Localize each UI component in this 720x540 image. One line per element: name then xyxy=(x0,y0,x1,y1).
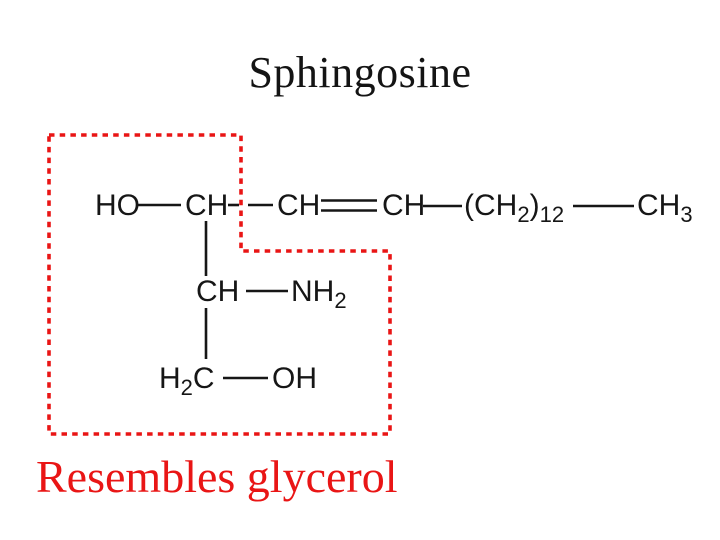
atom-label-oh: OH xyxy=(272,362,317,395)
c-text: C xyxy=(192,362,215,395)
chain-close-text: ) xyxy=(529,189,540,222)
chain-open-text: (CH xyxy=(464,189,518,222)
atom-label-nh2: NH2 xyxy=(291,275,347,314)
methyl-subscript-3: 3 xyxy=(680,202,693,227)
atom-label-h2c: H2C xyxy=(159,362,215,401)
h-text: H xyxy=(159,362,181,395)
bonds-group xyxy=(137,199,634,380)
nh-text: NH xyxy=(291,275,335,308)
atom-label-ch-1: CH xyxy=(185,189,229,222)
atom-label-ch2-chain: (CH2)12 xyxy=(464,189,565,228)
methyl-text: CH xyxy=(637,189,681,222)
chain-subscript-2: 2 xyxy=(517,202,530,227)
slide-title: Sphingosine xyxy=(248,48,472,97)
atom-label-ch-2: CH xyxy=(277,189,321,222)
atom-label-ho: HO xyxy=(95,189,140,222)
h-subscript-2: 2 xyxy=(180,375,193,400)
atom-label-ch3-methyl: CH3 xyxy=(637,189,693,228)
atom-label-ch-amine: CH xyxy=(196,275,240,308)
chain-subscript-12: 12 xyxy=(539,202,565,227)
atom-label-ch-3: CH xyxy=(382,189,426,222)
caption-resembles-glycerol: Resembles glycerol xyxy=(36,451,398,502)
nh-subscript-2: 2 xyxy=(334,288,347,313)
